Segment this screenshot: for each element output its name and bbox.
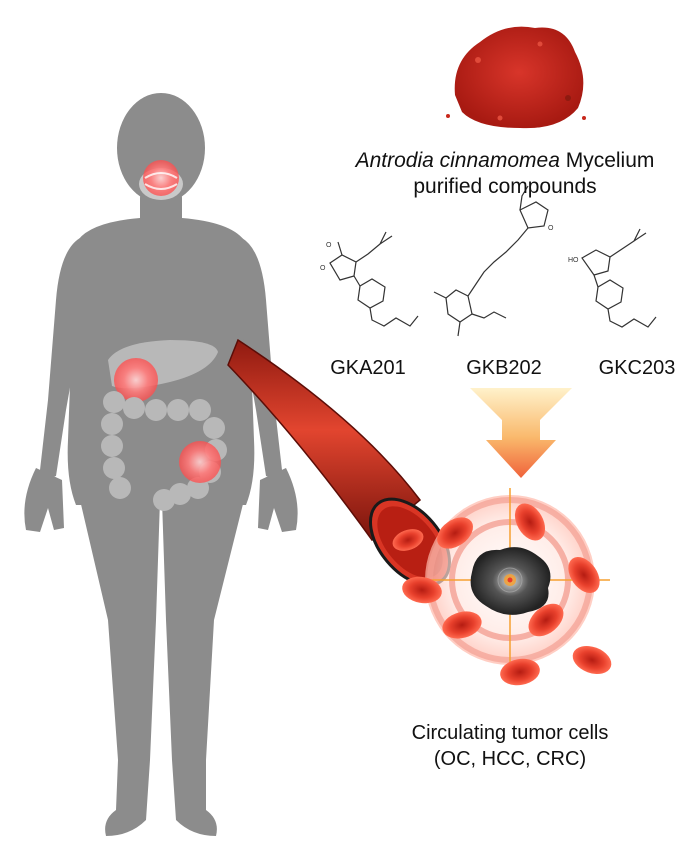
compounds-title-line2: purified compounds — [413, 175, 597, 198]
svg-text:O: O — [548, 225, 554, 232]
red-blood-cell-icon — [402, 576, 442, 604]
red-blood-cell-icon — [572, 645, 612, 675]
red-blood-cell-icon — [568, 556, 600, 594]
compounds-title: Antrodia cinnamomea Mycelium purified co… — [330, 148, 680, 200]
liver-tumor-highlight-icon — [114, 358, 158, 402]
species-name: Antrodia cinnamomea — [355, 149, 560, 172]
svg-text:HO: HO — [568, 257, 579, 264]
mycelium-word: Mycelium — [559, 149, 655, 172]
compounds-title-line1: Antrodia cinnamomea Mycelium — [330, 148, 680, 174]
compound-label-gkb202: GKB202 — [466, 357, 542, 379]
ctc-label-line1: Circulating tumor cells — [411, 722, 609, 744]
red-blood-cell-icon — [436, 517, 474, 549]
compound-label-gka201: GKA201 — [330, 357, 406, 379]
tumor-cell-icon — [470, 547, 551, 615]
structure-gkb202-icon: O — [433, 185, 554, 337]
structure-gkc203-icon: HO — [568, 228, 657, 328]
mycelium-powder-icon — [446, 26, 586, 129]
svg-text:O: O — [320, 265, 326, 272]
ctc-label: Circulating tumor cells (OC, HCC, CRC) — [370, 720, 650, 772]
red-blood-cells-group — [402, 503, 612, 686]
ctc-label-line2: (OC, HCC, CRC) — [433, 748, 587, 770]
red-blood-cell-icon — [514, 503, 546, 541]
red-blood-cell-icon — [500, 658, 540, 686]
oral-cavity-icon — [139, 160, 183, 200]
human-silhouette-icon — [24, 93, 298, 836]
colon-tumor-highlight-icon — [179, 441, 221, 483]
down-arrow-icon — [470, 388, 572, 478]
svg-text:O: O — [326, 242, 332, 249]
red-blood-cell-icon — [442, 611, 482, 639]
structure-gka201-icon: O O — [320, 231, 419, 327]
compound-label-gkc203: GKC203 — [598, 357, 676, 379]
red-blood-cell-icon — [528, 603, 564, 637]
